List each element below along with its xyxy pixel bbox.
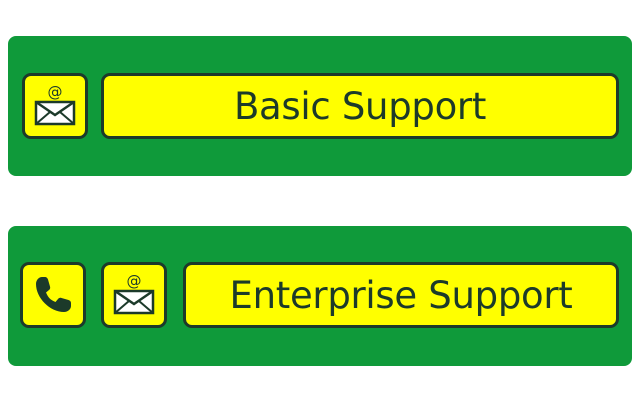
enterprise-support-label: Enterprise Support <box>229 273 573 317</box>
basic-support-button[interactable]: Basic Support <box>101 73 619 139</box>
svg-text:@: @ <box>127 272 142 290</box>
enterprise-email-button[interactable]: @ <box>101 262 167 328</box>
enterprise-support-button[interactable]: Enterprise Support <box>183 262 619 328</box>
basic-support-panel: @ Basic Support <box>8 36 632 176</box>
enterprise-phone-button[interactable] <box>20 262 86 328</box>
svg-text:@: @ <box>48 83 63 101</box>
basic-email-button[interactable]: @ <box>22 73 88 139</box>
phone-icon <box>36 277 71 312</box>
email-icon: @ <box>34 83 76 126</box>
basic-support-label: Basic Support <box>233 84 487 128</box>
email-icon: @ <box>113 272 155 315</box>
enterprise-support-panel: @ Enterprise Support <box>8 226 632 366</box>
